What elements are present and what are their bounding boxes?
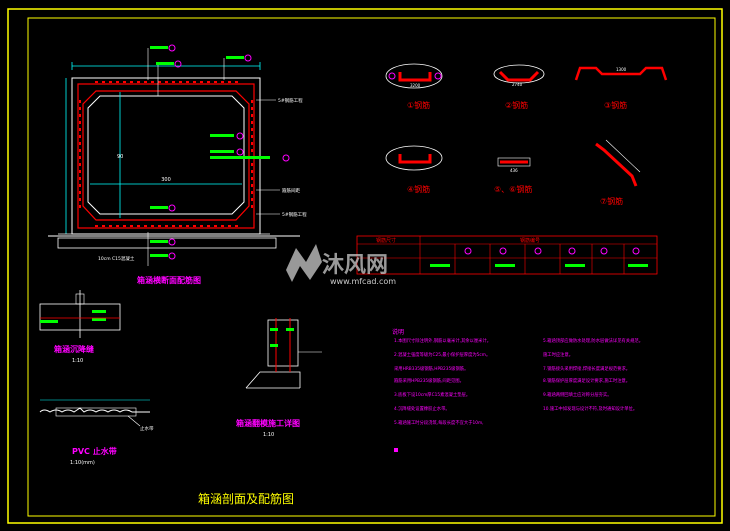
note-right-6: 10.施工中如发现与设计不符,及时通知设计单位。 — [543, 405, 637, 412]
rebar-shape-2 — [493, 64, 545, 84]
rebar-1-label: ①钢筋 — [407, 100, 430, 110]
pvc-waterstop-detail — [39, 399, 150, 427]
section-side-label-1: 5#钢筋工程 — [278, 97, 303, 104]
rebar-7-label: ⑦钢筋 — [600, 196, 623, 206]
note-right-4: 8.钢筋保护层厚度满足设计要求,施工时注意。 — [543, 377, 630, 384]
note-left-3: 采用HRB335级钢筋,HPB235级钢筋。 — [394, 365, 468, 372]
settlement-joint-detail — [39, 290, 121, 338]
corner-scale: 1:10 — [263, 432, 274, 438]
joint-title: 箱涵沉降缝 — [54, 344, 94, 354]
watermark-site: www.mfcad.com — [330, 277, 396, 286]
note-right-3: 7.钢筋接头采用焊接,焊接长度满足规范要求。 — [543, 365, 630, 372]
joint-scale: 1:10 — [72, 358, 83, 364]
watermark-logo: 沐风网 — [286, 244, 388, 282]
section-side-label-2: 箍筋间距 — [282, 187, 300, 194]
base-note: 10cm C15混凝土 — [98, 255, 135, 262]
section-width-dim: 300 — [161, 177, 171, 183]
outer-frame — [7, 8, 723, 524]
rebar-shape-1 — [385, 63, 443, 89]
section-side-label-3: 5#钢筋工程 — [282, 211, 307, 218]
note-left-6: 4.沉降缝处设置橡胶止水带。 — [394, 405, 450, 412]
note-right-5: 9.箱涵两侧回填土应对称分层夯实。 — [543, 391, 612, 398]
rebar-shape-5-6 — [497, 157, 531, 167]
rebar-table — [356, 235, 658, 275]
rebar-5-dim: 436 — [510, 168, 518, 173]
inner-frame — [27, 17, 716, 517]
pvc-title: PVC 止水带 — [72, 446, 117, 456]
table-right-header: 钢筋编号 — [520, 237, 540, 244]
notes-header: 说明 — [392, 328, 404, 336]
notes-end-mark — [394, 448, 398, 452]
haunch-detail — [245, 318, 322, 389]
rebar-4-label: ④钢筋 — [407, 184, 430, 194]
table-left-header: 钢筋尺寸 — [376, 237, 396, 244]
rebar-3-dim: 1300 — [616, 67, 627, 72]
svg-text:沐风网: 沐风网 — [322, 253, 388, 278]
rebar-5-label: ⑤、⑥钢筋 — [494, 184, 532, 194]
note-left-2: 2.混凝土强度等级为C25,最小保护层厚度为5cm。 — [394, 351, 490, 358]
note-left-7: 5.箱涵施工时分段浇筑,每段长度不宜大于10m, — [394, 419, 484, 426]
rebar-2-label: ②钢筋 — [505, 100, 528, 110]
note-right-2: 施工时应注意。 — [543, 351, 573, 358]
rebar-shape-4 — [385, 145, 443, 171]
drawing-title: 箱涵剖面及配筋图 — [198, 491, 294, 506]
rebar-3-label: ③钢筋 — [604, 100, 627, 110]
section-height-dim: 90 — [117, 154, 123, 160]
rebar-2-dim: 2740 — [512, 82, 523, 87]
rebar-shape-7 — [595, 139, 641, 187]
rebar-shape-3 — [574, 66, 668, 81]
rebar-1-dim: 3200 — [410, 83, 421, 88]
pvc-label: 止水带 — [140, 425, 154, 432]
note-left-1: 1.本图尺寸除注明外,钢筋以毫米计,其余以厘米计。 — [394, 337, 491, 344]
pvc-scale: 1:10(mm) — [70, 460, 95, 466]
section-title: 箱涵横断面配筋图 — [137, 275, 201, 285]
note-left-5: 3.底板下设10cm厚C15素混凝土垫层。 — [394, 391, 470, 398]
corner-title: 箱涵翻模施工详图 — [236, 418, 300, 428]
note-left-4: 箍筋采用HPB235级钢筋,间距见图。 — [394, 377, 464, 384]
note-right-1: 5.箱涵顶部应做防水处理,防水层做法详见有关规范。 — [543, 337, 643, 344]
rebar-tags — [150, 44, 290, 260]
